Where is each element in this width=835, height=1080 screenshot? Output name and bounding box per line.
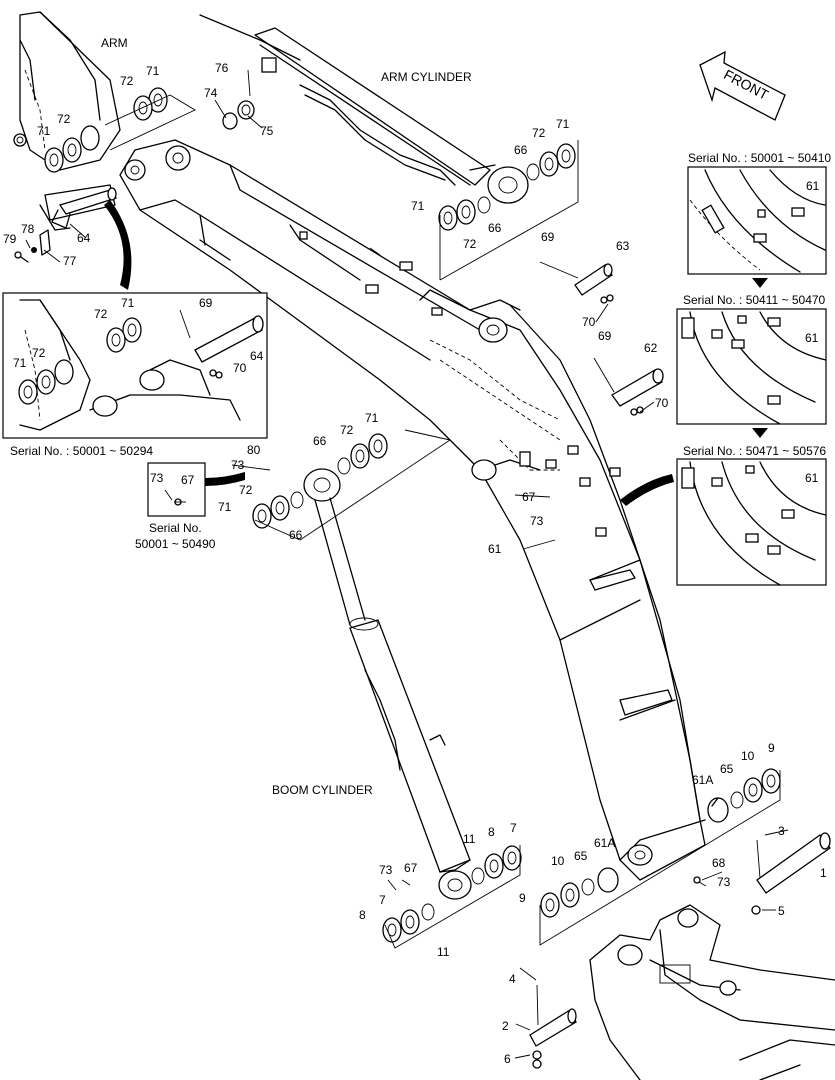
inset-left-arrow: [104, 200, 132, 290]
part-61: 61: [805, 331, 819, 345]
part-72: 72: [340, 423, 354, 437]
upper-frame: [589, 904, 835, 1080]
inset-small: 73 67: [147, 462, 206, 517]
pins-and-hardware: [14, 69, 831, 1069]
inset-right-1: [687, 166, 827, 275]
part-71-inset-b: 71: [13, 356, 27, 370]
down-arrow-1: [752, 278, 768, 288]
part-61: 61: [806, 179, 820, 193]
part-74: 74: [204, 86, 218, 100]
part-77: 77: [63, 254, 77, 268]
inset-right-3-arrow: [620, 474, 674, 506]
part-64: 64: [77, 231, 91, 245]
part-69: 69: [598, 329, 612, 343]
part-66: 66: [313, 434, 327, 448]
inset-right-2-serial: Serial No. : 50411 ~ 50470: [683, 293, 826, 307]
part-66: 66: [488, 221, 502, 235]
part-73: 73: [231, 458, 245, 472]
part-7: 7: [379, 893, 386, 907]
inset-small-serial-2: 50001 ~ 50490: [135, 537, 216, 551]
part-71: 71: [556, 117, 570, 131]
part-66: 66: [514, 143, 528, 157]
part-76: 76: [215, 61, 229, 75]
assembly-guide-lines: [104, 94, 781, 949]
part-72: 72: [532, 126, 546, 140]
down-arrow-2: [752, 428, 768, 438]
inset-left-serial: Serial No. : 50001 ~ 50294: [10, 444, 153, 458]
part-72-inset-b: 72: [32, 346, 46, 360]
part-69-inset: 69: [199, 296, 213, 310]
part-9: 9: [519, 891, 526, 905]
part-5: 5: [778, 904, 785, 918]
inset-left: 69 71 72 64 70 71 72: [2, 292, 268, 439]
part-11: 11: [437, 945, 450, 959]
part-10: 10: [741, 749, 755, 763]
part-1: 1: [820, 866, 827, 880]
part-73: 73: [530, 514, 544, 528]
inset-right-3-serial: Serial No. : 50471 ~ 50576: [683, 444, 826, 458]
part-73: 73: [379, 863, 393, 877]
part-79: 79: [3, 232, 17, 246]
part-69: 69: [541, 230, 555, 244]
inset-right-3: [676, 458, 827, 586]
part-72: 72: [57, 112, 71, 126]
part-65: 65: [720, 762, 734, 776]
part-80: 80: [247, 443, 261, 457]
arm-structure: [13, 11, 121, 231]
part-6: 6: [504, 1052, 511, 1066]
part-70: 70: [655, 396, 669, 410]
part-67: 67: [404, 861, 418, 875]
arm-cylinder: [199, 14, 529, 204]
part-73: 73: [717, 875, 731, 889]
part-62: 62: [644, 341, 658, 355]
boom-cylinder-title: BOOM CYLINDER: [272, 783, 373, 797]
part-61a: 61A: [692, 773, 713, 787]
part-71: 71: [37, 124, 51, 138]
arm-title: ARM: [101, 36, 128, 50]
part-73-small: 73: [150, 471, 164, 485]
part-71-inset-a: 71: [121, 296, 135, 310]
part-71: 71: [218, 500, 232, 514]
boom-cylinder: [303, 468, 472, 900]
inset-right-2: [676, 308, 827, 425]
part-8: 8: [488, 825, 495, 839]
part-78: 78: [21, 222, 35, 236]
part-61: 61: [488, 542, 502, 556]
inset-small-arrow: [205, 472, 245, 486]
part-10: 10: [551, 854, 565, 868]
part-75: 75: [260, 124, 274, 138]
part-8: 8: [359, 908, 366, 922]
part-71: 71: [411, 199, 425, 213]
part-72: 72: [120, 74, 134, 88]
part-72: 72: [239, 483, 253, 497]
part-71: 71: [365, 411, 379, 425]
part-66: 66: [289, 528, 303, 542]
inset-small-serial-1: Serial No.: [149, 521, 202, 535]
part-labels: 71 72 71 72 76 74 75 64 79 78 77 66 72 7…: [3, 61, 827, 1066]
part-7: 7: [510, 821, 517, 835]
front-arrow: FRONT: [699, 50, 786, 121]
part-4: 4: [509, 972, 516, 986]
part-11: 11: [463, 832, 476, 846]
part-63: 63: [616, 239, 630, 253]
part-70: 70: [582, 315, 596, 329]
part-70-inset: 70: [233, 361, 247, 375]
part-68: 68: [712, 856, 726, 870]
part-72: 72: [463, 237, 477, 251]
part-61a: 61A: [594, 836, 615, 850]
part-72-inset-a: 72: [94, 307, 108, 321]
part-67-small: 67: [181, 473, 195, 487]
part-9: 9: [768, 741, 775, 755]
part-67: 67: [522, 490, 536, 504]
arm-cylinder-title: ARM CYLINDER: [381, 70, 472, 84]
leader-lines: [25, 99, 789, 1059]
part-64-inset: 64: [250, 349, 264, 363]
part-65: 65: [574, 849, 588, 863]
part-61: 61: [805, 471, 819, 485]
inset-right-1-serial: Serial No. : 50001 ~ 50410: [688, 151, 831, 165]
washer-stacks: [44, 87, 781, 943]
part-2: 2: [502, 1019, 509, 1033]
part-71: 71: [146, 64, 160, 78]
